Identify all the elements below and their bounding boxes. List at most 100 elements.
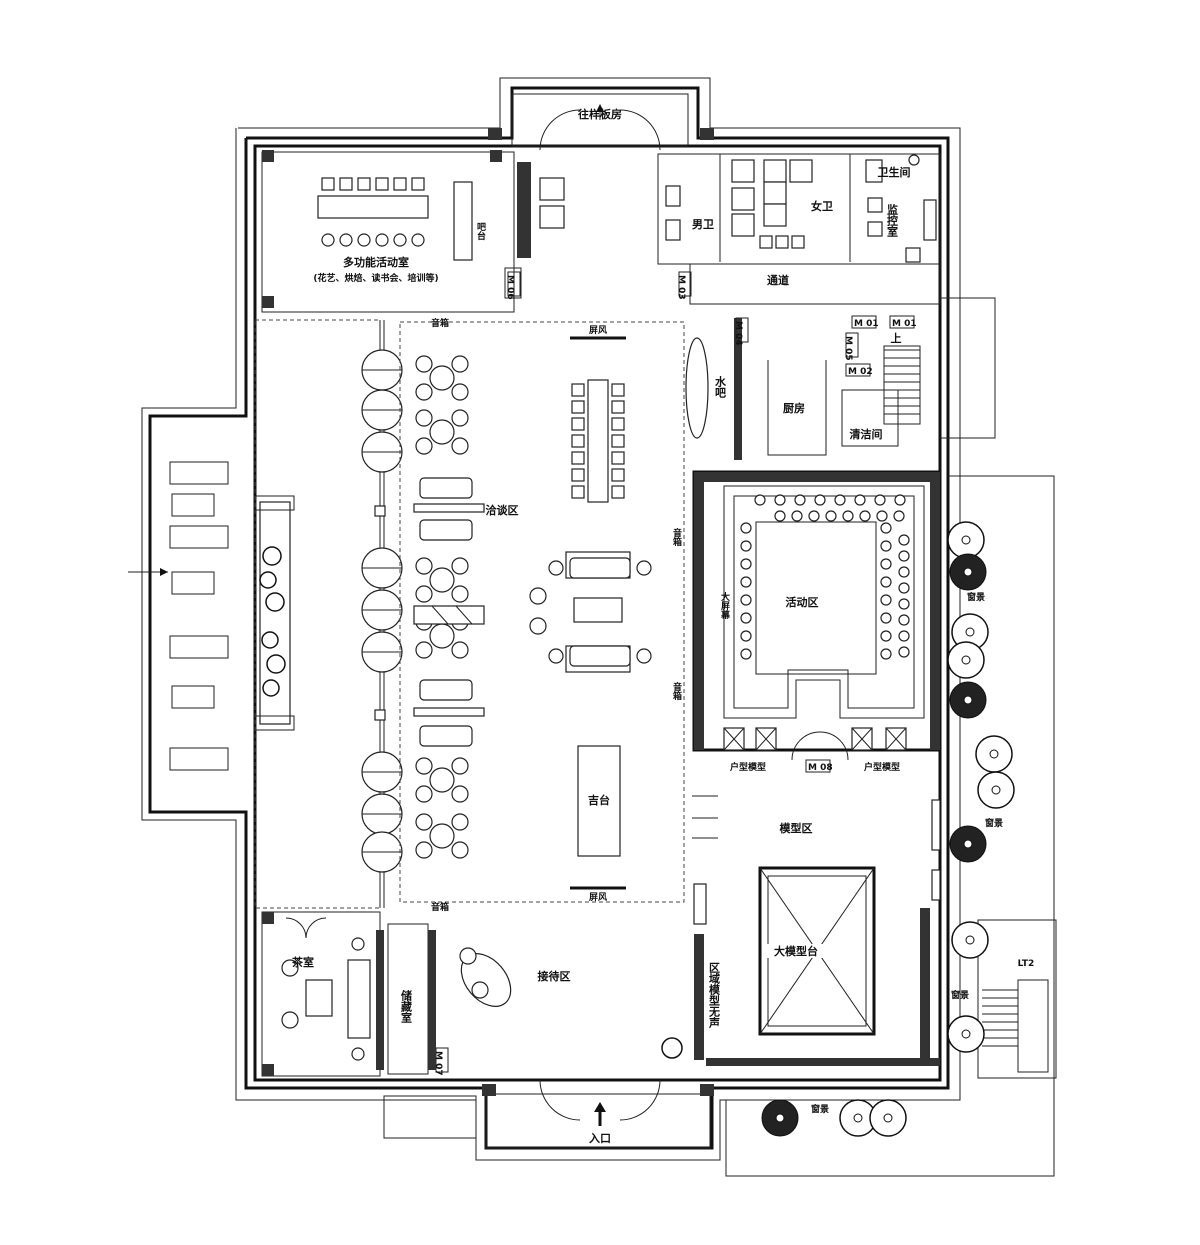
door-m03-tag: M 03 bbox=[676, 275, 686, 300]
sofa bbox=[419, 679, 473, 701]
chair bbox=[740, 594, 752, 606]
chair bbox=[571, 417, 585, 431]
door-m08-tag: M 08 bbox=[808, 763, 833, 773]
big-screen-label: 大屏幕 bbox=[719, 591, 731, 620]
lounge-chair bbox=[451, 841, 469, 859]
chair bbox=[874, 494, 886, 506]
landscape1-label: 窗景 bbox=[967, 591, 985, 603]
chair bbox=[898, 598, 910, 610]
chair bbox=[571, 468, 585, 482]
wc-label: 卫生间 bbox=[878, 165, 911, 179]
speaker-r1-label: 音箱 bbox=[671, 527, 682, 547]
staircase bbox=[883, 345, 921, 425]
chair bbox=[791, 510, 803, 522]
round-table bbox=[429, 567, 455, 593]
round-table bbox=[429, 419, 455, 445]
lounge-chair bbox=[415, 437, 433, 455]
sofa bbox=[419, 519, 473, 541]
kitchen-label: 厨房 bbox=[783, 401, 805, 415]
lounge-chair bbox=[636, 648, 652, 664]
reception-label: 接待区 bbox=[538, 969, 571, 983]
landscape3-label: 窗景 bbox=[951, 989, 969, 1001]
chair bbox=[880, 594, 892, 606]
speaker-bl-label: 音箱 bbox=[431, 901, 449, 913]
chair bbox=[898, 646, 910, 658]
chair bbox=[571, 383, 585, 397]
door-m01b-tag: M 01 bbox=[892, 319, 917, 329]
chair bbox=[611, 468, 625, 482]
chair bbox=[808, 510, 820, 522]
lounge-chair bbox=[415, 813, 433, 831]
model-area-label: 模型区 bbox=[780, 821, 813, 835]
lounge-chair bbox=[451, 409, 469, 427]
chair bbox=[571, 451, 585, 465]
chair bbox=[393, 177, 407, 191]
regional-model-label: 区域模型无声 bbox=[708, 962, 722, 1029]
chair bbox=[321, 177, 335, 191]
lounge-chair bbox=[548, 560, 564, 576]
cleaning-label: 清洁间 bbox=[850, 427, 883, 441]
chair bbox=[571, 434, 585, 448]
negotiation-hall: 屏风 屏风 音箱 音箱 吉台 洽谈区 音箱 音箱 bbox=[399, 317, 685, 913]
up-label: 上 bbox=[891, 331, 902, 345]
lt2-label: LT2 bbox=[1018, 959, 1035, 969]
lounge-chair bbox=[415, 557, 433, 575]
unit-model-right-label: 户型模型 bbox=[864, 761, 900, 773]
chair bbox=[321, 233, 335, 247]
chair bbox=[880, 540, 892, 552]
north-vestibule: 往样板房 bbox=[488, 93, 714, 151]
monitor-label: 监控室 bbox=[886, 203, 899, 237]
big-model-label: 大模型台 bbox=[774, 944, 818, 958]
service-block: 通道 水吧 厨房 上 清洁间 M 06 M 03 M 04 M 05 M 01 … bbox=[433, 263, 996, 1076]
screen-top-label: 屏风 bbox=[589, 325, 607, 336]
chair bbox=[898, 534, 910, 546]
chair bbox=[859, 510, 871, 522]
door-tags: M 06 M 03 M 04 M 05 M 01 M 01 M 02 M 08 … bbox=[433, 271, 917, 1076]
corridor-label: 通道 bbox=[767, 273, 789, 287]
chair bbox=[411, 177, 425, 191]
chair bbox=[814, 494, 826, 506]
round-table bbox=[429, 623, 455, 649]
east-garden: LT2 窗景 窗景 窗景 窗景 bbox=[725, 475, 1057, 1177]
chair bbox=[894, 494, 906, 506]
door-m04-tag: M 04 bbox=[733, 321, 743, 346]
door-m07-tag: M 07 bbox=[433, 1051, 443, 1076]
to-sample-label: 往样板房 bbox=[578, 107, 622, 121]
restroom-block: 男卫 女卫 卫生间 监控室 bbox=[657, 153, 941, 265]
lounge-chair bbox=[415, 355, 433, 373]
chair bbox=[880, 612, 892, 624]
chair bbox=[611, 383, 625, 397]
chair bbox=[339, 233, 353, 247]
chair bbox=[611, 485, 625, 499]
chair bbox=[357, 233, 371, 247]
activity-zone: 活动区 大屏幕 户型模型 户型模型 bbox=[692, 470, 942, 773]
chair bbox=[880, 558, 892, 570]
chair bbox=[393, 233, 407, 247]
sofa bbox=[419, 477, 473, 499]
multi-room-label: 多功能活动室 bbox=[343, 255, 409, 269]
storage-label: 储藏室 bbox=[400, 989, 413, 1023]
chair bbox=[834, 494, 846, 506]
lounge-chair bbox=[415, 841, 433, 859]
speaker-tl-label: 音箱 bbox=[431, 317, 449, 329]
door-m05-tag: M 05 bbox=[843, 336, 853, 361]
stage-label: 吉台 bbox=[588, 793, 610, 807]
chair bbox=[611, 417, 625, 431]
chair bbox=[825, 510, 837, 522]
chair bbox=[880, 648, 892, 660]
glass-partition bbox=[361, 320, 403, 908]
lounge-chair bbox=[415, 757, 433, 775]
landscape4-label: 窗景 bbox=[811, 1103, 829, 1115]
chair bbox=[898, 630, 910, 642]
door-m06-tag: M 06 bbox=[505, 275, 515, 300]
screen-bottom-label: 屏风 bbox=[589, 892, 607, 903]
lounge-chair bbox=[415, 585, 433, 603]
chair bbox=[375, 177, 389, 191]
lounge-chair bbox=[415, 383, 433, 401]
multi-room-sublabel: (花艺、烘焙、读书会、培训等) bbox=[313, 272, 438, 284]
lounge-chair bbox=[415, 409, 433, 427]
unit-model-left-label: 户型模型 bbox=[730, 761, 766, 773]
chair bbox=[898, 614, 910, 626]
chair bbox=[898, 550, 910, 562]
